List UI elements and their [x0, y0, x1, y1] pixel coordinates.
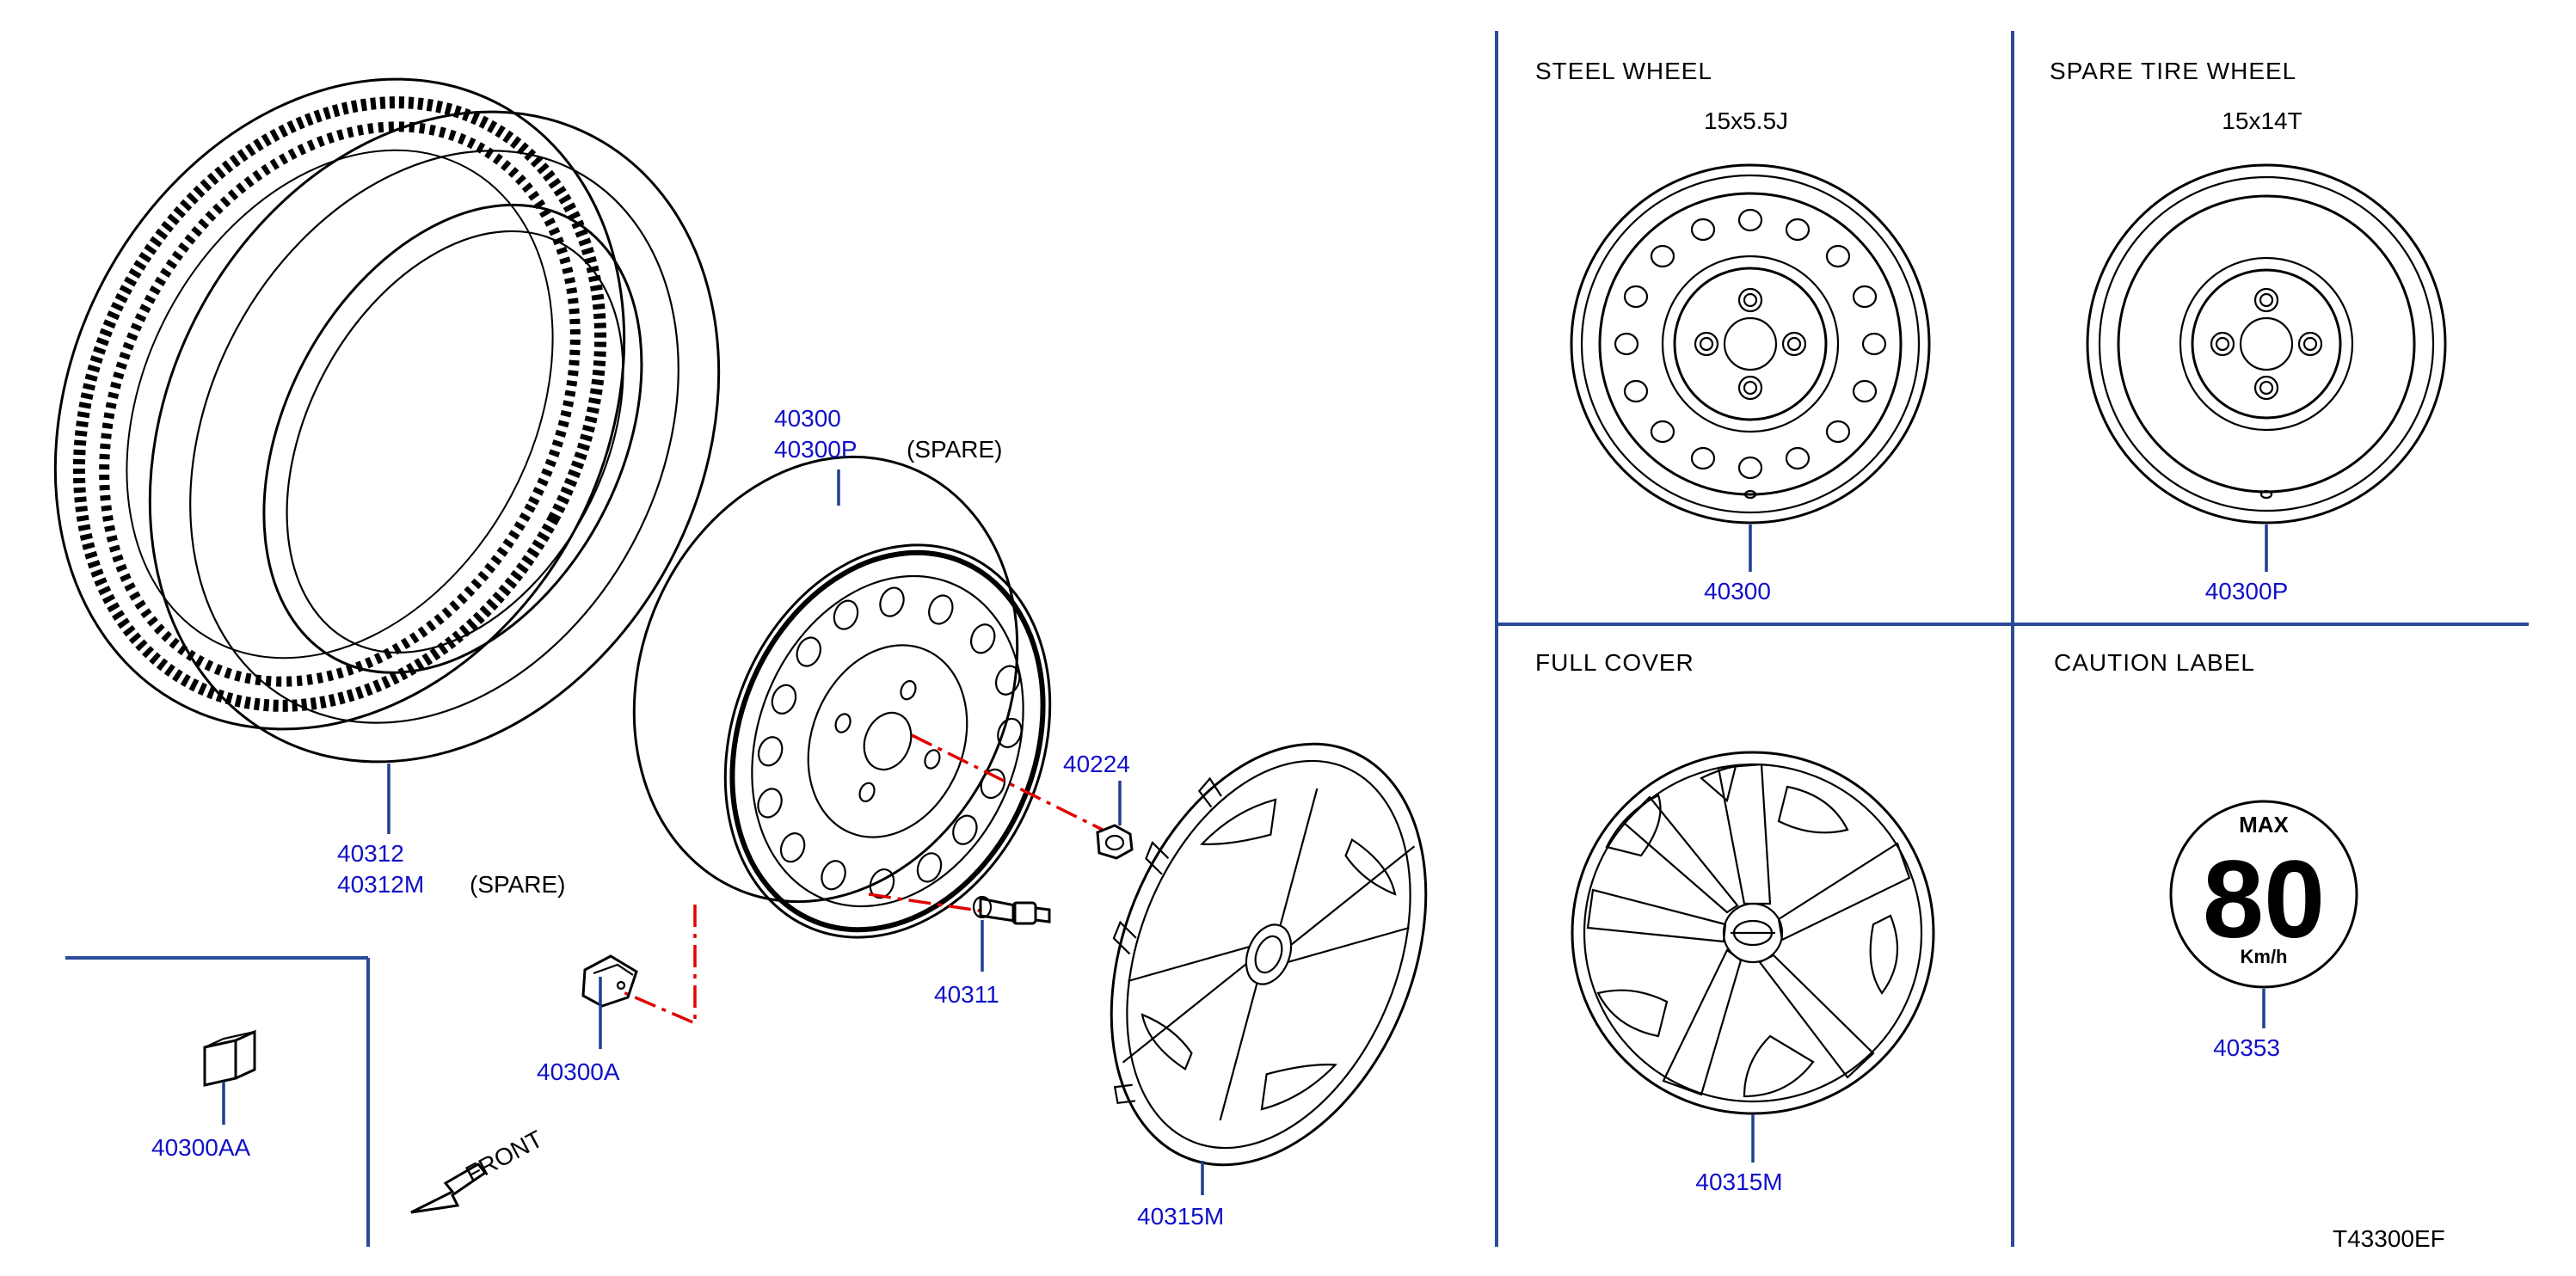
steel-wheel-part-number[interactable]: 40300 — [1704, 578, 1771, 604]
steel-wheel-front-view — [1570, 163, 1931, 525]
spare-wheel-title: SPARE TIRE WHEEL — [2050, 58, 2296, 84]
full-cover-part-number[interactable]: 40315M — [1695, 1169, 1782, 1195]
full-cover-front-view — [1571, 751, 1935, 1115]
spare-wheel-size: 15x14T — [2222, 107, 2302, 134]
spare-wheel-front-view — [2086, 163, 2447, 525]
wheel-spare-note: (SPARE) — [907, 436, 1003, 463]
caution-label-panel: CAUTION LABEL MAX 80 Km/h 40353 — [2054, 649, 2358, 1061]
tpms-sensor-drawing — [581, 954, 638, 1008]
caution-label-speed: 80 — [2203, 838, 2325, 961]
wheel-spare-part-number[interactable]: 40300P — [774, 436, 858, 463]
wheel-part-number[interactable]: 40300 — [774, 405, 841, 432]
steel-wheel-vents — [1614, 208, 1887, 480]
wheel-drawing — [632, 455, 1052, 939]
tire-drawing — [53, 77, 721, 764]
caution-label-disc — [2169, 800, 2358, 989]
tire-spare-part-number[interactable]: 40312M — [337, 871, 424, 898]
steel-wheel-panel: STEEL WHEEL 15x5.5J — [1535, 58, 1931, 604]
spare-wheel-bolts — [2210, 287, 2323, 401]
wheel-cover-drawing — [1110, 742, 1428, 1167]
front-label: FRONT — [461, 1126, 547, 1188]
full-cover-panel: FULL COVER — [1535, 649, 1935, 1195]
spare-wheel-part-number[interactable]: 40300P — [2205, 578, 2289, 604]
steel-wheel-size: 15x5.5J — [1704, 107, 1788, 134]
wheel-vent-holes — [757, 586, 1023, 899]
fastener-paths — [618, 733, 1104, 1026]
cover-part-number[interactable]: 40315M — [1137, 1203, 1224, 1230]
balance-weight-part-number[interactable]: 40300AA — [151, 1134, 251, 1161]
sensor-part-number[interactable]: 40300A — [537, 1058, 620, 1085]
valve-part-number[interactable]: 40311 — [934, 981, 999, 1008]
tire-spare-note: (SPARE) — [470, 871, 566, 898]
valve-stem-drawing — [972, 895, 1051, 925]
caution-label-title: CAUTION LABEL — [2054, 649, 2255, 676]
steel-wheel-title: STEEL WHEEL — [1535, 58, 1712, 84]
caution-label-max: MAX — [2239, 812, 2289, 837]
steel-wheel-bolts — [1694, 287, 1807, 401]
main-view-leaders — [222, 469, 1204, 1195]
panel-frame — [65, 31, 2529, 1247]
caution-label-unit: Km/h — [2241, 946, 2288, 967]
nut-part-number[interactable]: 40224 — [1063, 751, 1130, 777]
tire-part-number[interactable]: 40312 — [337, 840, 404, 867]
full-cover-title: FULL COVER — [1535, 649, 1694, 676]
drawing-code: T43300EF — [2333, 1225, 2445, 1252]
wheel-nut-drawing — [1096, 824, 1134, 860]
front-arrow — [410, 1163, 488, 1214]
caution-label-part-number[interactable]: 40353 — [2213, 1034, 2280, 1061]
spare-tire-wheel-panel: SPARE TIRE WHEEL 15x14T 40300P — [2050, 58, 2447, 604]
balance-weight-drawing — [203, 1029, 256, 1087]
wheel-bolt-holes — [834, 679, 941, 803]
